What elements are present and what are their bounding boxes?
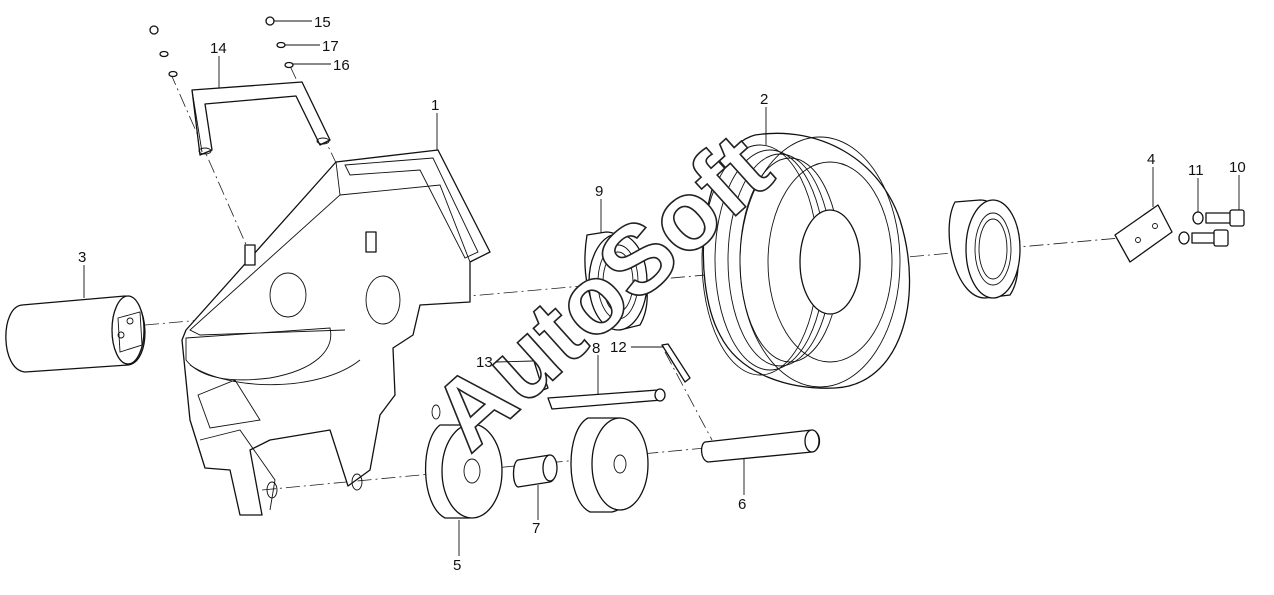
part-u-strap — [191, 81, 331, 156]
part-wheel-right — [570, 417, 649, 513]
callout-17: 17 — [322, 38, 339, 55]
part-pin-8 — [547, 388, 666, 410]
callout-14: 14 — [210, 40, 227, 57]
callout-16: 16 — [333, 57, 350, 74]
part-sleeve — [5, 295, 146, 373]
callout-11: 11 — [1188, 162, 1204, 179]
callout-5: 5 — [453, 557, 461, 574]
part-screws-washers — [149, 16, 294, 78]
callout-2: 2 — [760, 91, 768, 108]
callout-13: 13 — [476, 354, 493, 371]
callout-10: 10 — [1229, 159, 1246, 176]
callout-labels: 1 2 3 4 5 6 7 8 9 10 11 12 13 14 15 16 1… — [78, 14, 1246, 574]
callout-15: 15 — [314, 14, 331, 31]
part-bracket — [181, 149, 491, 516]
part-cotter-pin — [661, 343, 691, 383]
part-bearing-left — [584, 231, 648, 331]
callout-3: 3 — [78, 249, 86, 266]
callout-1: 1 — [431, 97, 439, 114]
part-pulley — [701, 132, 911, 389]
part-bushing — [512, 454, 558, 488]
callout-9: 9 — [595, 183, 603, 200]
part-bolts — [1178, 209, 1245, 247]
part-small-pin — [532, 357, 549, 391]
callout-12: 12 — [610, 339, 627, 356]
callout-8: 8 — [592, 340, 600, 357]
part-shaft — [700, 429, 821, 463]
part-wheel-5 — [424, 423, 503, 519]
part-plate — [1114, 204, 1173, 263]
callout-6: 6 — [738, 496, 746, 513]
callout-leaders — [83, 20, 1240, 556]
callout-7: 7 — [532, 520, 540, 537]
part-bearing-right — [948, 199, 1021, 299]
callout-4: 4 — [1147, 151, 1155, 168]
